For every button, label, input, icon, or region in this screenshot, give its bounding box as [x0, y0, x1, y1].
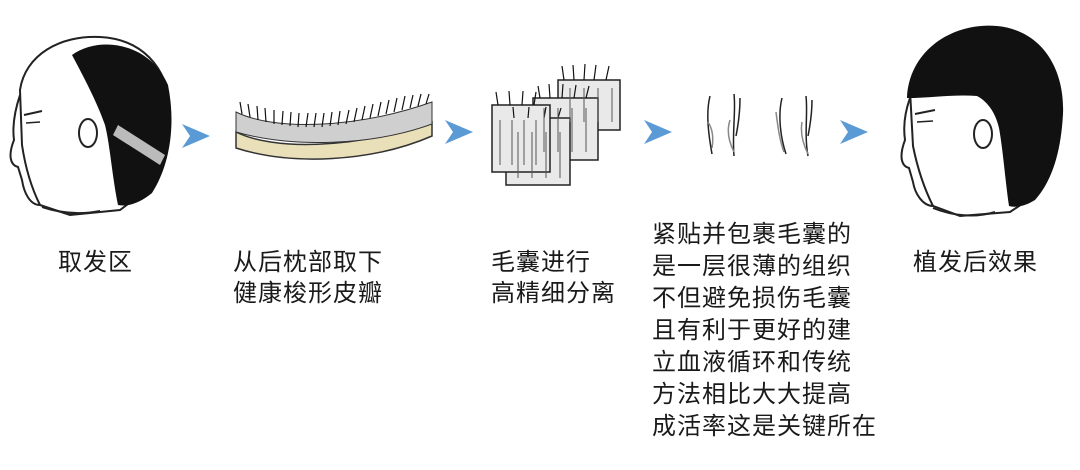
caption-line: 不但避免损伤毛囊	[652, 282, 877, 314]
chevron-arrow-right-icon	[443, 118, 475, 146]
step-3-caption: 毛囊进行 高精细分离	[491, 247, 616, 309]
caption-line: 健康梭形皮瓣	[233, 278, 383, 309]
caption-line: 是一层很薄的组织	[652, 250, 877, 282]
caption-line: 立血液循环和传统	[652, 346, 877, 378]
head-after-transplant-icon	[885, 10, 1070, 225]
caption-line: 方法相比大大提高	[652, 378, 877, 410]
caption-line: 高精细分离	[491, 278, 616, 309]
caption-line: 毛囊进行	[491, 247, 616, 278]
caption-line: 紧贴并包裹毛囊的	[652, 218, 877, 250]
caption-line: 植发后效果	[913, 247, 1038, 278]
chevron-arrow-right-icon	[838, 118, 870, 146]
caption-line: 成活率这是关键所在	[652, 410, 877, 442]
step-2-caption: 从后枕部取下 健康梭形皮瓣	[233, 247, 383, 309]
caption-line: 且有利于更好的建	[652, 314, 877, 346]
step-4-caption: 紧贴并包裹毛囊的 是一层很薄的组织 不但避免损伤毛囊 且有利于更好的建 立血液循…	[652, 218, 877, 442]
follicle-blocks-icon	[488, 60, 628, 200]
scalp-strip-icon	[232, 92, 437, 172]
head-donor-area-icon	[0, 15, 180, 225]
caption-line: 从后枕部取下	[233, 247, 383, 278]
caption-line: 取发区	[58, 247, 133, 278]
chevron-arrow-right-icon	[180, 122, 212, 150]
step-1-caption: 取发区	[58, 247, 133, 278]
single-follicles-icon	[696, 92, 826, 160]
step-5-caption: 植发后效果	[913, 247, 1038, 278]
chevron-arrow-right-icon	[642, 118, 674, 146]
